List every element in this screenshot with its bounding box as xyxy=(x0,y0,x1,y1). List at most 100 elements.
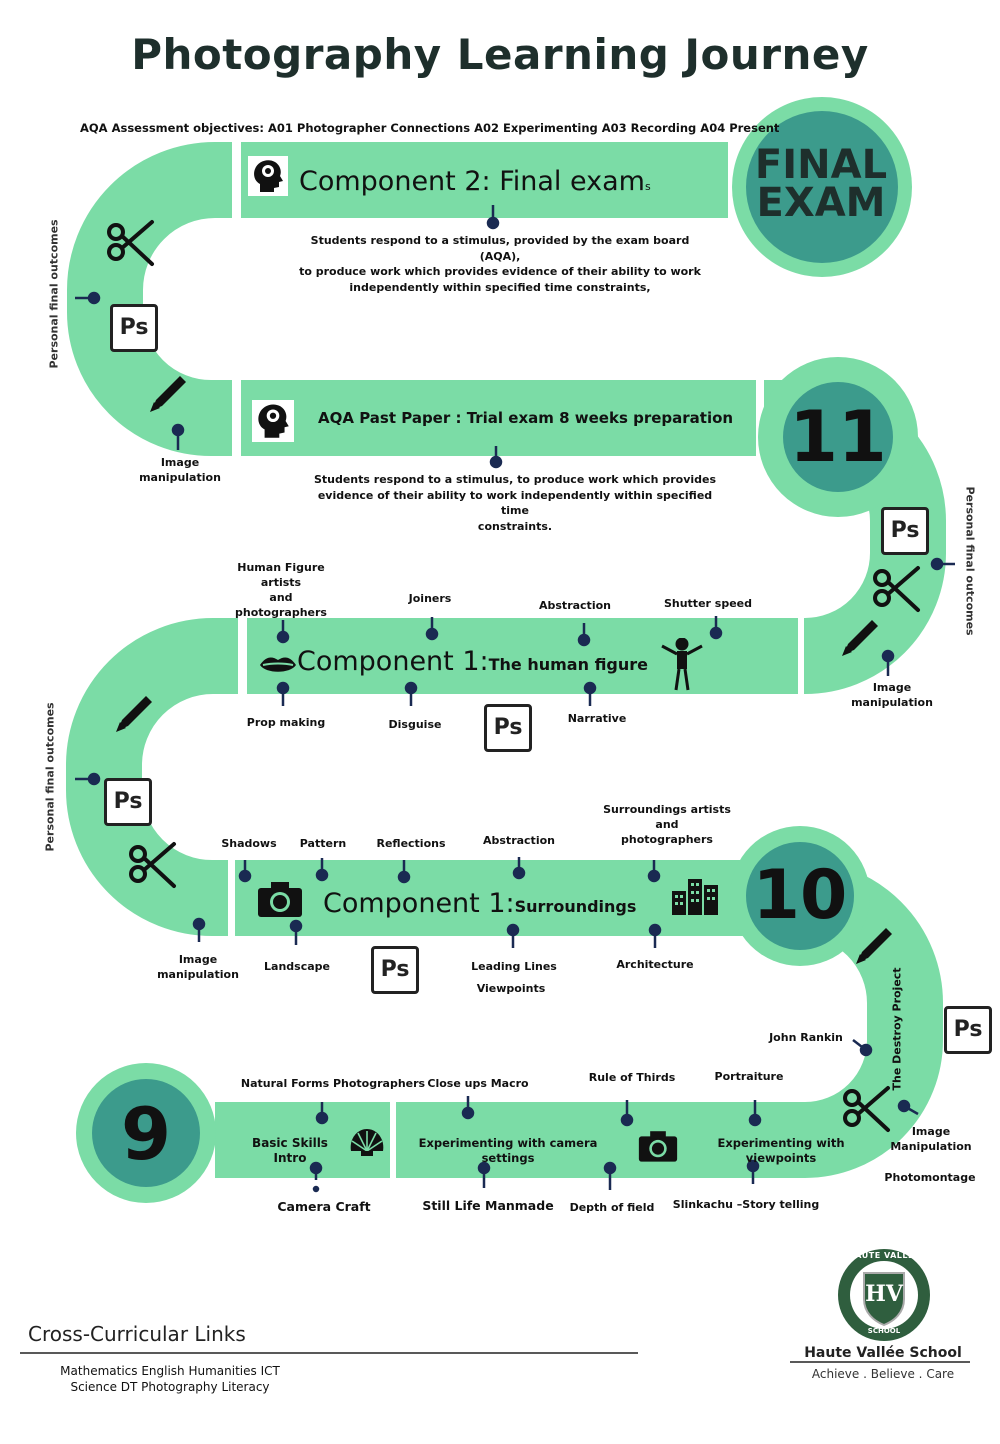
pencil-icon xyxy=(838,616,882,664)
surroundings-artists: Surroundings artists and photographers xyxy=(592,802,742,847)
page-title: Photography Learning Journey xyxy=(131,30,869,79)
portraiture-label: Portraiture xyxy=(714,1070,784,1083)
photoshop-icon: Ps xyxy=(110,304,158,352)
photoshop-icon: Ps xyxy=(881,507,929,555)
c2-desc-line: to produce work which provides evidence … xyxy=(299,265,701,278)
disguise-label: Disguise xyxy=(388,718,442,731)
abstraction-label-1: Abstraction xyxy=(539,599,611,612)
component1-human-title: Component 1:The human figure xyxy=(297,646,648,677)
camera-icon xyxy=(638,1129,678,1167)
shell-icon xyxy=(347,1127,387,1161)
shutter-speed-label: Shutter speed xyxy=(663,597,753,610)
final-exam-line2: EXAM xyxy=(756,180,886,226)
slinkachu-label: Slinkachu –Story telling xyxy=(672,1198,820,1211)
cc-line: Science DT Photography Literacy xyxy=(70,1380,270,1394)
pencil-icon xyxy=(112,692,156,740)
component2-title-text: Component 2: Final exam xyxy=(299,166,645,197)
school-name: Haute Vallée School xyxy=(804,1345,962,1361)
im-line: manipulation xyxy=(851,696,933,709)
aqa-objectives: AQA Assessment objectives: A01 Photograp… xyxy=(80,121,780,135)
badge-top-text: HAUTE VALLÉE xyxy=(848,1251,920,1260)
year-9-number: 9 xyxy=(120,1092,172,1176)
y11-desc-line: evidence of their ability to work indepe… xyxy=(317,488,713,518)
year-10-number: 10 xyxy=(752,856,848,935)
prop-making-label: Prop making xyxy=(246,716,326,729)
image-manipulation-1: Image manipulation xyxy=(128,455,232,485)
component1-surroundings-title: Component 1:Surroundings xyxy=(323,888,636,919)
im-line: Image xyxy=(178,953,218,966)
badge-bottom-text: SCHOOL xyxy=(867,1327,901,1335)
photoshop-icon: Ps xyxy=(104,778,152,826)
scissors-icon xyxy=(840,1084,892,1140)
photoshop-icon: Ps xyxy=(944,1006,992,1054)
joiners-label: Joiners xyxy=(408,592,452,605)
narrative-label: Narrative xyxy=(567,712,627,725)
hf-title-big: Component 1: xyxy=(297,646,489,677)
cc-line: Mathematics English Humanities ICT xyxy=(60,1364,280,1378)
sr-title-small: Surroundings xyxy=(514,897,637,916)
architecture-label: Architecture xyxy=(616,958,694,971)
buildings-icon xyxy=(672,877,720,919)
camera-icon xyxy=(257,880,303,922)
viewpoints-label: Viewpoints xyxy=(476,982,546,995)
abstraction-label-2: Abstraction xyxy=(483,834,555,847)
component2-suffix: s xyxy=(644,180,651,193)
hf-line: Human Figure artists xyxy=(237,561,325,589)
trial-exam-title: AQA Past Paper : Trial exam 8 weeks prep… xyxy=(318,409,734,427)
im-line: Image xyxy=(911,1125,951,1138)
photoshop-icon: Ps xyxy=(484,704,532,752)
scissors-icon xyxy=(104,218,156,274)
image-manipulation-4: Image Manipulation xyxy=(882,1124,980,1154)
camera-craft-label: Camera Craft xyxy=(277,1199,371,1214)
cross-curricular-heading: Cross-Curricular Links xyxy=(28,1322,246,1346)
final-exam-label: FINAL EXAM xyxy=(746,142,896,226)
badge-letters: HV xyxy=(865,1281,903,1307)
personal-outcomes-right: Personal final outcomes xyxy=(963,486,977,636)
photoshop-icon: Ps xyxy=(371,946,419,994)
school-motto: Achieve . Believe . Care xyxy=(811,1367,955,1381)
im-line: Manipulation xyxy=(890,1140,972,1153)
school-badge-logo: HAUTE VALLÉE HV SCHOOL xyxy=(836,1247,932,1343)
final-exam-line1: FINAL xyxy=(754,142,888,188)
y11-desc-line: Students respond to a stimulus, to produ… xyxy=(313,473,717,486)
sr-title-big: Component 1: xyxy=(323,888,515,919)
head-gear-icon xyxy=(248,156,288,196)
rule-of-thirds-label: Rule of Thirds xyxy=(588,1071,676,1084)
sa-line: photographers xyxy=(621,833,713,846)
human-figure-artists: Human Figure artists and photographers xyxy=(216,560,346,620)
c2-desc-line: independently within specified time cons… xyxy=(349,280,651,294)
sa-line: Surroundings artists xyxy=(603,803,731,816)
pencil-icon xyxy=(146,372,190,420)
natural-forms-label: Natural Forms Photographers xyxy=(240,1077,426,1090)
basic-skills-label: Basic Skills Intro xyxy=(252,1136,328,1165)
close-ups-label: Close ups Macro xyxy=(427,1077,529,1090)
personal-outcomes-left-1: Personal final outcomes xyxy=(47,219,61,369)
person-figure-icon xyxy=(656,637,708,696)
landscape-label: Landscape xyxy=(264,960,330,973)
lips-icon xyxy=(258,654,298,680)
destroy-project-label: The Destroy Project xyxy=(890,967,904,1091)
cross-curricular-list: Mathematics English Humanities ICT Scien… xyxy=(40,1363,300,1395)
component2-title: Component 2: Final exams xyxy=(299,166,651,197)
personal-outcomes-left-2: Personal final outcomes xyxy=(43,702,57,852)
hf-line: and xyxy=(269,591,293,604)
im-line: Image xyxy=(872,681,912,694)
image-manipulation-3: Image manipulation xyxy=(146,952,250,982)
sa-line: and xyxy=(655,818,679,831)
pattern-label: Pattern xyxy=(299,837,347,850)
scissors-icon xyxy=(870,564,922,620)
y11-desc-line: constraints. xyxy=(477,519,553,533)
exp-viewpoints-label: Experimenting with viewpoints xyxy=(717,1136,845,1165)
pencil-icon xyxy=(852,924,896,972)
photomontage-label: Photomontage xyxy=(884,1171,976,1184)
shadows-label: Shadows xyxy=(221,837,277,850)
image-manipulation-2: Image manipulation xyxy=(840,680,944,710)
exp-camera-settings-label: Experimenting with camera settings xyxy=(418,1136,598,1165)
leading-lines-label: Leading Lines xyxy=(471,960,557,973)
head-gear-icon xyxy=(252,400,294,442)
john-rankin-label: John Rankin xyxy=(769,1031,843,1044)
hf-title-small: The human figure xyxy=(488,655,649,674)
im-line: manipulation xyxy=(157,968,239,981)
depth-of-field-label: Depth of field xyxy=(569,1201,655,1214)
